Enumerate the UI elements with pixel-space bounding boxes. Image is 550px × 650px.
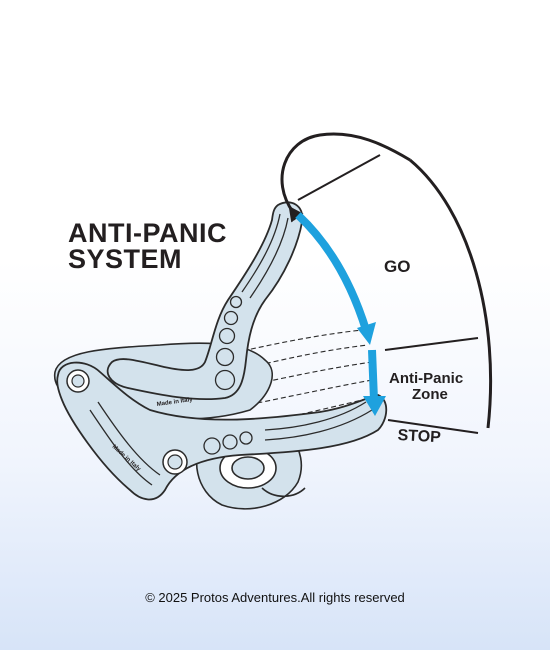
- anti-panic-zone-arrow: [363, 349, 386, 416]
- device-lower-plate: [56, 361, 388, 501]
- copyright-notice: © 2025 Protos Adventures.All rights rese…: [145, 590, 405, 605]
- page-title-second-line: SYSTEM: [68, 244, 183, 274]
- go-label: GO: [384, 257, 411, 276]
- anti-panic-zone-label-second-line: Zone: [412, 386, 448, 403]
- rope-direction-arrow: [280, 132, 411, 223]
- go-travel-arrow: [295, 212, 376, 345]
- page-title: ANTI-PANIC: [68, 218, 227, 248]
- travel-scale-arc: [409, 158, 493, 429]
- anti-panic-zone-label: Anti-Panic: [389, 370, 464, 387]
- engraving-text: Made in Italy: [156, 397, 193, 408]
- scale-ticks: [297, 154, 479, 434]
- stop-label: STOP: [397, 427, 442, 447]
- lever-holes: [214, 295, 243, 391]
- device-handle-lever: [106, 201, 304, 401]
